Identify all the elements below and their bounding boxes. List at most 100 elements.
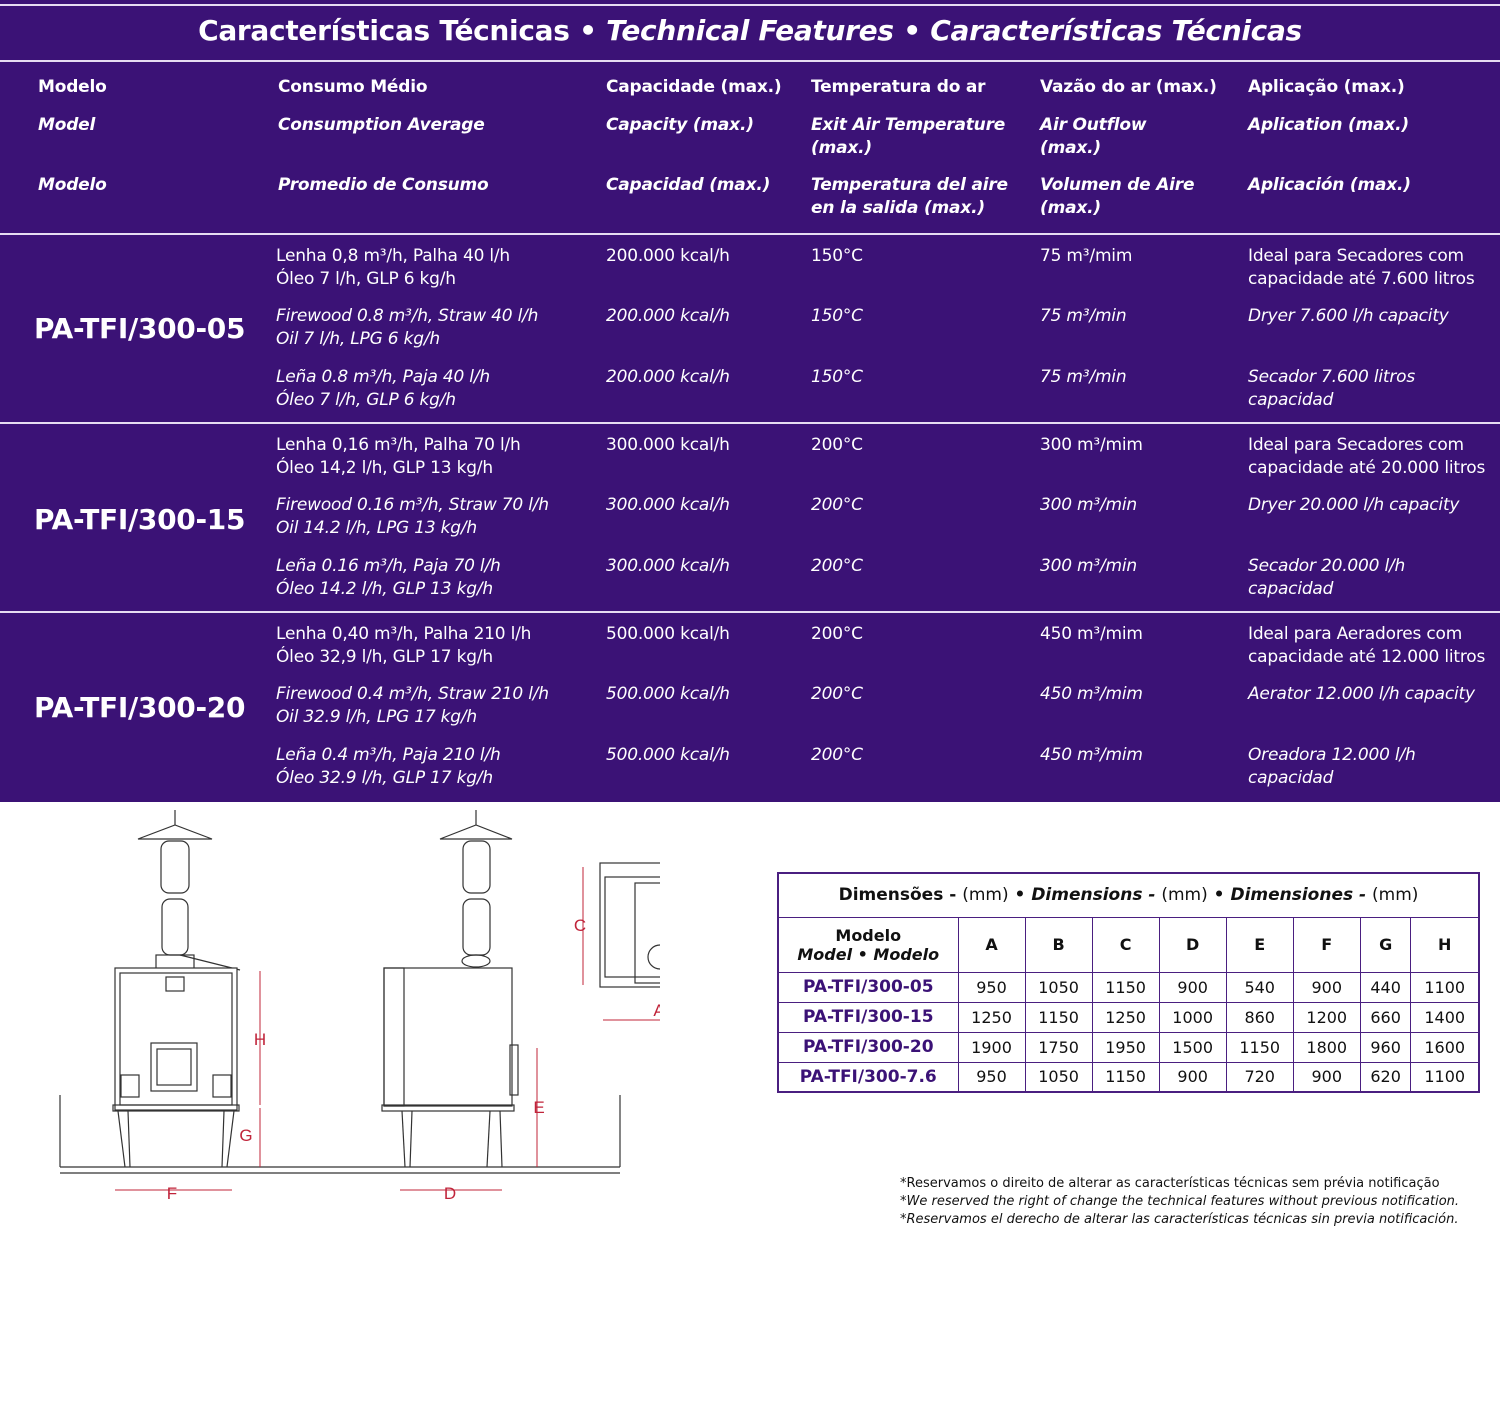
cell-line: Secador 20.000 l/h (1248, 556, 1406, 576)
title-pt: Características Técnicas (198, 14, 570, 47)
header-pt-5: Aplicação (max.) (1248, 76, 1405, 99)
temperature-cell: 200°C (811, 494, 863, 517)
dim-label-e: E (533, 1098, 544, 1117)
dimension-model: PA-TFI/300-7.6 (777, 1061, 959, 1093)
temperature-cell: 200°C (811, 623, 863, 646)
header-line: Capacity (max.) (606, 115, 754, 135)
header-line: Model (38, 115, 96, 135)
cell-line: Lenha 0,8 m³/h, Palha 40 l/h (276, 246, 511, 266)
technical-features-panel: Características Técnicas • Technical Fea… (0, 0, 1500, 802)
cell-line: Oil 7 l/h, LPG 6 kg/h (276, 329, 440, 349)
header-en-0: Model (38, 114, 95, 137)
air-flow-cell: 75 m³/min (1040, 366, 1127, 389)
air-flow-cell: 300 m³/mim (1040, 434, 1143, 457)
cell-line: Lenha 0,40 m³/h, Palha 210 l/h (276, 624, 532, 644)
cell-line: 300 m³/min (1040, 556, 1138, 576)
header-line: Consumption Average (278, 115, 485, 135)
capacity-cell: 200.000 kcal/h (606, 305, 730, 328)
cell-line: 200.000 kcal/h (606, 367, 730, 387)
disclaimer-notes: *Reservamos o direito de alterar as cara… (900, 1175, 1459, 1229)
dimension-column-h: H (1410, 916, 1480, 973)
header-line: Consumo Médio (278, 77, 428, 97)
dimensions-title: Dimensões - (mm) • Dimensions - (mm) • D… (777, 872, 1480, 918)
cell-line: 150°C (811, 306, 863, 326)
model-column-header: Modelo Model • Modelo (777, 916, 959, 973)
header-en-5: Aplication (max.) (1248, 114, 1409, 137)
cell-line: 450 m³/mim (1040, 745, 1143, 765)
cell-line: 150°C (811, 246, 863, 266)
header-pt-1: Consumo Médio (278, 76, 428, 99)
dimension-value: 440 (1359, 971, 1412, 1003)
dimension-value: 1150 (1024, 1001, 1093, 1033)
dimension-value: 620 (1359, 1061, 1412, 1093)
cell-line: Dryer 7.600 l/h capacity (1248, 306, 1449, 326)
model-name-1: PA-TFI/300-15 (34, 503, 246, 536)
dimension-value: 720 (1225, 1061, 1294, 1093)
header-line: Modelo (38, 77, 107, 97)
cell-line: Óleo 7 l/h, GLP 6 kg/h (276, 390, 456, 410)
application-cell: Dryer 7.600 l/h capacity (1248, 305, 1449, 328)
dimension-value: 1000 (1158, 1001, 1227, 1033)
air-flow-cell: 300 m³/min (1040, 555, 1137, 578)
dim-unit: (mm) (1372, 885, 1419, 906)
cell-line: capacidad (1248, 390, 1334, 410)
temperature-cell: 150°C (811, 305, 863, 328)
cell-line: 150°C (811, 367, 863, 387)
title-separator: • (579, 14, 597, 47)
dimension-value: 540 (1225, 971, 1294, 1003)
header-es-4: Volumen de Aire(max.) (1040, 174, 1195, 220)
cell-line: Oil 32.9 l/h, LPG 17 kg/h (276, 707, 477, 727)
header-pt-0: Modelo (38, 76, 107, 99)
dimension-drawing: H G E F D C B A (59, 810, 660, 1203)
header-es-1: Promedio de Consumo (278, 174, 489, 197)
cell-line: 450 m³/mim (1040, 624, 1143, 644)
dimension-value: 1050 (1024, 1061, 1093, 1093)
dim-label-f: F (167, 1184, 177, 1203)
dimension-value: 900 (1158, 971, 1227, 1003)
dimension-value: 1150 (1091, 1061, 1160, 1093)
dimension-value: 950 (957, 1061, 1026, 1093)
dim-separator: • (1014, 885, 1026, 906)
header-line: Exit Air Temperature (811, 115, 1006, 135)
cell-line: 300 m³/mim (1040, 435, 1143, 455)
header-pt-4: Vazão do ar (max.) (1040, 76, 1217, 99)
cell-line: Firewood 0.16 m³/h, Straw 70 l/h (276, 495, 549, 515)
dim-label-c: C (574, 916, 586, 935)
model-header-en-es: Model • Modelo (797, 944, 940, 964)
capacity-cell: 300.000 kcal/h (606, 434, 730, 457)
cell-line: 200°C (811, 624, 863, 644)
cell-line: Óleo 32.9 l/h, GLP 17 kg/h (276, 768, 493, 788)
cell-line: Aerator 12.000 l/h capacity (1248, 684, 1475, 704)
cell-line: Firewood 0.4 m³/h, Straw 210 l/h (276, 684, 549, 704)
dimension-column-d: D (1158, 916, 1227, 973)
title-separator: • (903, 14, 921, 47)
cell-line: 300.000 kcal/h (606, 495, 730, 515)
header-line: Temperatura do ar (811, 77, 986, 97)
cell-line: Lenha 0,16 m³/h, Palha 70 l/h (276, 435, 521, 455)
top-divider (0, 4, 1500, 6)
cell-line: 200.000 kcal/h (606, 306, 730, 326)
dimension-value: 900 (1292, 1061, 1361, 1093)
dim-label-d: D (444, 1184, 456, 1203)
cell-line: Leña 0.16 m³/h, Paja 70 l/h (276, 556, 501, 576)
cell-line: 450 m³/mim (1040, 684, 1143, 704)
capacity-cell: 200.000 kcal/h (606, 245, 730, 268)
capacity-cell: 300.000 kcal/h (606, 555, 730, 578)
header-line: Air Outflow (1040, 115, 1147, 135)
dimension-value: 1900 (957, 1031, 1026, 1063)
header-line: Aplicación (max.) (1248, 175, 1411, 195)
application-cell: Aerator 12.000 l/h capacity (1248, 683, 1475, 706)
cell-line: 200°C (811, 745, 863, 765)
dimension-value: 1250 (957, 1001, 1026, 1033)
top-view (599, 862, 660, 988)
header-line: Aplication (max.) (1248, 115, 1409, 135)
dimension-model: PA-TFI/300-05 (777, 971, 959, 1003)
